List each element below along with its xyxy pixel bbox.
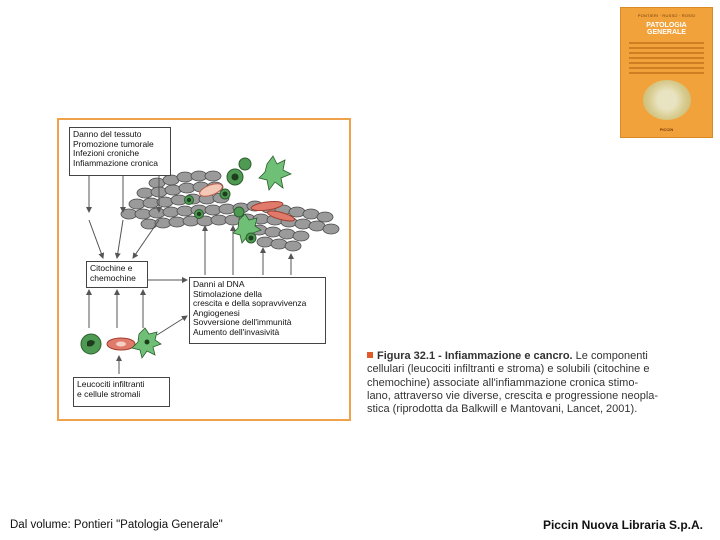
- caption-line: chemochine) associate all'infiammazione …: [367, 376, 639, 389]
- dna-damage-box: Danni al DNA Stimolazione della crescita…: [189, 277, 326, 344]
- caption-line: stica (riprodotta da Balkwill e Mantovan…: [367, 403, 638, 416]
- arrows-leukocytes-to-cytokines: [86, 289, 146, 328]
- box-line: Citochine e: [90, 263, 133, 273]
- leukocyte-and-stromal-cell-drawings: [80, 327, 162, 359]
- cytokines-box: Citochine e chemochine: [86, 261, 148, 288]
- caption-line: Le componenti: [572, 350, 648, 362]
- infiltrating-leukocytes-in-tissue: [184, 155, 292, 244]
- arrows-damage-to-cytokines: [86, 175, 162, 213]
- caption-line: cellulari (leucociti infiltranti e strom…: [367, 363, 650, 376]
- box-line: Leucociti infiltranti: [77, 379, 145, 389]
- cover-title-line-1: PATOLOGIA: [646, 22, 687, 29]
- box-line: Danni al DNA: [193, 279, 245, 289]
- caption-bullet: [367, 352, 373, 358]
- inflammation-cancer-figure: Danno del tessuto Promozione tumorale In…: [57, 118, 351, 421]
- caption-line: lano, attraverso vie diverse, crescita e…: [367, 389, 659, 402]
- figure-illustration: [80, 155, 340, 374]
- box-line: Promozione tumorale: [73, 138, 154, 149]
- box-line: e cellule stromali: [77, 388, 141, 399]
- footer-publisher: Piccin Nuova Libraria S.p.A.: [542, 518, 703, 532]
- box-line: crescita e della sopravvivenza: [193, 298, 307, 309]
- cover-title: PATOLOGIA GENERALE: [621, 22, 712, 36]
- box-line: Sovversione dell'immunità: [193, 317, 292, 328]
- box-line: Danno del tessuto: [73, 129, 142, 139]
- cover-authors: PONTIERI · RUSSO · ROSSI: [637, 13, 696, 18]
- box-line: Infiammazione cronica: [73, 157, 159, 168]
- cover-publisher: PICCIN: [659, 127, 674, 132]
- cover-illustration: [643, 80, 691, 120]
- tissue-damage-box: Danno del tessuto Promozione tumorale In…: [69, 127, 171, 176]
- box-line: Infezioni croniche: [73, 148, 140, 159]
- box-line: Angiogenesi: [193, 307, 240, 318]
- footer-source: Dal volume: Pontieri "Patologia Generale…: [10, 519, 223, 531]
- figure-caption: Figura 32.1 - Infiammazione e cancro. Le…: [367, 350, 667, 416]
- box-line: Aumento dell'invasività: [193, 326, 280, 337]
- cover-contents-list: [629, 42, 704, 77]
- arrow-leukocytes-to-dna: [156, 315, 188, 336]
- book-cover: PONTIERI · RUSSO · ROSSI PATOLOGIA GENER…: [620, 7, 713, 138]
- arrows-tissue-dna: [202, 225, 294, 275]
- box-line: Stimolazione della: [193, 288, 262, 299]
- arrows-into-cytokines: [88, 219, 160, 259]
- box-line: chemochine: [90, 272, 136, 283]
- cover-title-line-2: GENERALE: [647, 29, 686, 36]
- leukocytes-box: Leucociti infiltranti e cellule stromali: [73, 377, 170, 407]
- caption-title: Figura 32.1 - Infiammazione e cancro.: [377, 350, 573, 362]
- stromal-cells: [199, 183, 296, 222]
